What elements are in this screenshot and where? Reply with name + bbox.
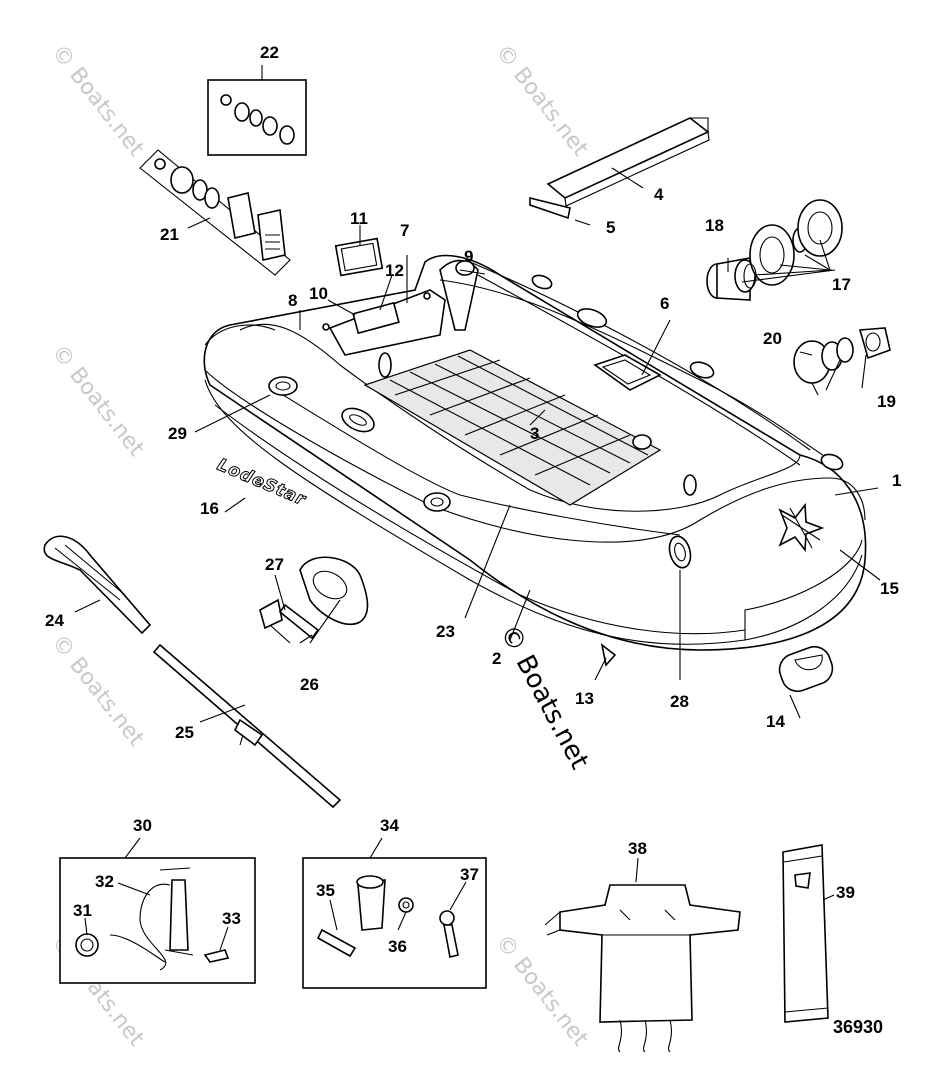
callout-33: 33 [222, 909, 241, 928]
callout-36: 36 [388, 937, 407, 956]
callout-26: 26 [300, 675, 319, 694]
callout-2: 2 [492, 649, 502, 668]
inflatable-boat [203, 254, 867, 667]
callout-4: 4 [654, 185, 664, 204]
callout-24: 24 [45, 611, 64, 630]
callout-18: 18 [705, 216, 724, 235]
callout-38: 38 [628, 839, 647, 858]
callout-21: 21 [160, 225, 179, 244]
callout-39: 39 [836, 883, 855, 902]
callout-17: 17 [832, 275, 851, 294]
callout-22: 22 [260, 43, 279, 62]
oar [43, 535, 342, 809]
callout-32: 32 [95, 872, 114, 891]
callout-19: 19 [877, 392, 896, 411]
oarlock [259, 556, 369, 640]
callout-29: 29 [168, 424, 187, 443]
callout-10: 10 [309, 284, 328, 303]
callout-15: 15 [880, 579, 899, 598]
repair-kit-21 [139, 149, 291, 276]
repair-kit-items [316, 875, 459, 958]
callout-20: 20 [763, 329, 782, 348]
pump-kit-box [59, 857, 256, 984]
d-ring-patch [778, 645, 834, 693]
callout-28: 28 [670, 692, 689, 711]
valve-cap-assembly [793, 327, 891, 396]
callout-6: 6 [660, 294, 670, 313]
seat-bracket [529, 196, 571, 220]
oar-bag [782, 844, 829, 1023]
callout-23: 23 [436, 622, 455, 641]
repair-kit-box [302, 857, 487, 989]
callout-8: 8 [288, 291, 298, 310]
callout-11: 11 [350, 209, 368, 228]
callout-13: 13 [575, 689, 594, 708]
leader-lines [74, 65, 881, 951]
callout-25: 25 [175, 723, 194, 742]
callout-27: 27 [265, 555, 284, 574]
callout-14: 14 [766, 712, 785, 731]
callout-9: 9 [464, 247, 474, 266]
callout-30: 30 [133, 816, 152, 835]
callout-16: 16 [200, 499, 219, 518]
callout-1: 1 [892, 471, 902, 490]
diagram-reference-number: 36930 [833, 1017, 884, 1037]
valve-assembly [706, 199, 843, 301]
hand-pump [75, 867, 230, 971]
callout-12: 12 [385, 261, 404, 280]
callout-35: 35 [316, 881, 335, 900]
callout-5: 5 [606, 218, 616, 237]
callout-37: 37 [460, 865, 479, 884]
storage-bag [544, 884, 741, 1053]
callout-31: 31 [73, 901, 92, 920]
bench-seat [546, 117, 710, 207]
callout-7: 7 [400, 221, 410, 240]
callout-34: 34 [380, 816, 399, 835]
callout-3: 3 [530, 424, 540, 443]
